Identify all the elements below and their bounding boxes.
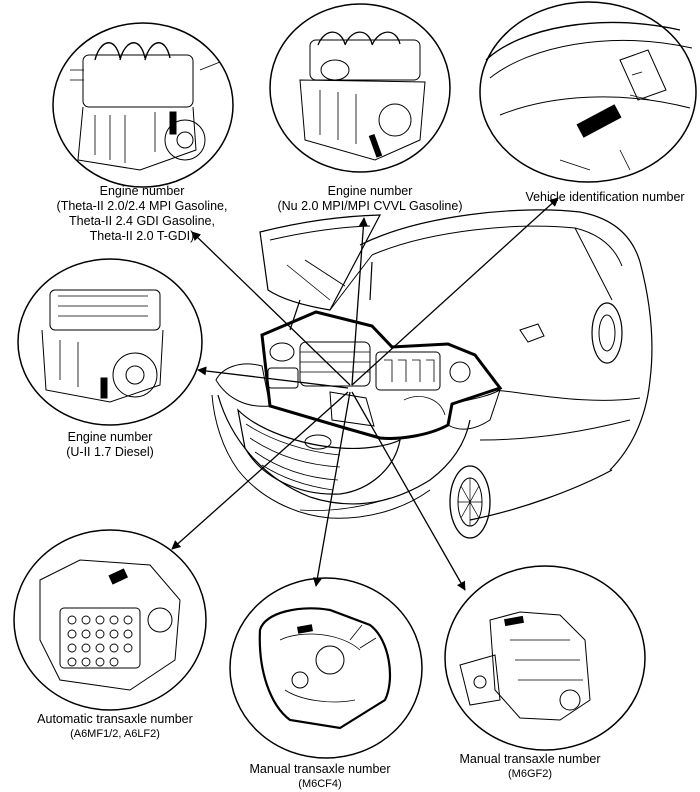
arrow-m6cf4 xyxy=(312,391,351,587)
auto-transaxle-drawing xyxy=(39,559,181,691)
arrow-m6gf2 xyxy=(351,391,466,591)
auto-transaxle-title: Automatic transaxle number xyxy=(37,712,193,726)
manual-m6gf2-title: Manual transaxle number xyxy=(459,752,601,766)
pointer-arrows xyxy=(171,197,559,591)
arrow-nu xyxy=(351,217,368,386)
label-engine-u2: Engine number (U-II 1.7 Diesel) xyxy=(40,430,180,460)
label-manual-m6cf4: Manual transaxle number (M6CF4) xyxy=(230,762,410,792)
engine-theta-line-2: Theta-II 2.4 GDI Gasoline, xyxy=(69,214,215,228)
engine-nu-line-1: (Nu 2.0 MPI/MPI CVVL Gasoline) xyxy=(277,199,463,213)
vin-drawing xyxy=(485,21,693,171)
engine-theta-line-3: Theta-II 2.0 T-GDI) xyxy=(89,229,195,243)
nu-engine-drawing xyxy=(299,31,426,161)
arrow-vin xyxy=(351,197,559,386)
engine-u2-title: Engine number xyxy=(67,430,153,444)
manual-m6gf2-line-1: (M6GF2) xyxy=(508,768,552,780)
vin-circle xyxy=(479,1,697,183)
u2-engine-circle xyxy=(17,258,203,426)
label-engine-nu: Engine number (Nu 2.0 MPI/MPI CVVL Gasol… xyxy=(260,184,480,214)
u2-engine-drawing xyxy=(41,289,164,403)
m6gf2-circle xyxy=(444,565,646,751)
arrow-auto xyxy=(171,391,349,550)
label-engine-theta: Engine number (Theta-II 2.0/2.4 MPI Gaso… xyxy=(42,184,242,244)
m6cf4-drawing xyxy=(258,607,392,730)
manual-m6cf4-line-1: (M6CF4) xyxy=(298,778,342,790)
m6gf2-drawing xyxy=(459,611,591,721)
label-vin: Vehicle identification number xyxy=(512,190,698,205)
m6cf4-circle xyxy=(229,577,423,759)
auto-transaxle-line-1: (A6MF1/2, A6LF2) xyxy=(70,728,160,740)
engine-u2-line-1: (U-II 1.7 Diesel) xyxy=(66,445,154,459)
nu-engine-circle xyxy=(269,3,451,173)
theta-engine-drawing xyxy=(70,42,221,171)
engine-theta-line-1: (Theta-II 2.0/2.4 MPI Gasoline, xyxy=(56,199,228,213)
engine-theta-title: Engine number xyxy=(99,184,185,198)
arrow-u2 xyxy=(197,366,349,389)
engine-nu-title: Engine number xyxy=(327,184,413,198)
arrow-theta xyxy=(191,231,351,386)
theta-engine-circle xyxy=(52,22,234,188)
label-manual-m6gf2: Manual transaxle number (M6GF2) xyxy=(440,752,620,782)
manual-m6cf4-title: Manual transaxle number xyxy=(249,762,391,776)
vin-title: Vehicle identification number xyxy=(525,190,685,204)
label-auto-transaxle: Automatic transaxle number (A6MF1/2, A6L… xyxy=(20,712,210,742)
vehicle-illustration xyxy=(211,209,653,539)
